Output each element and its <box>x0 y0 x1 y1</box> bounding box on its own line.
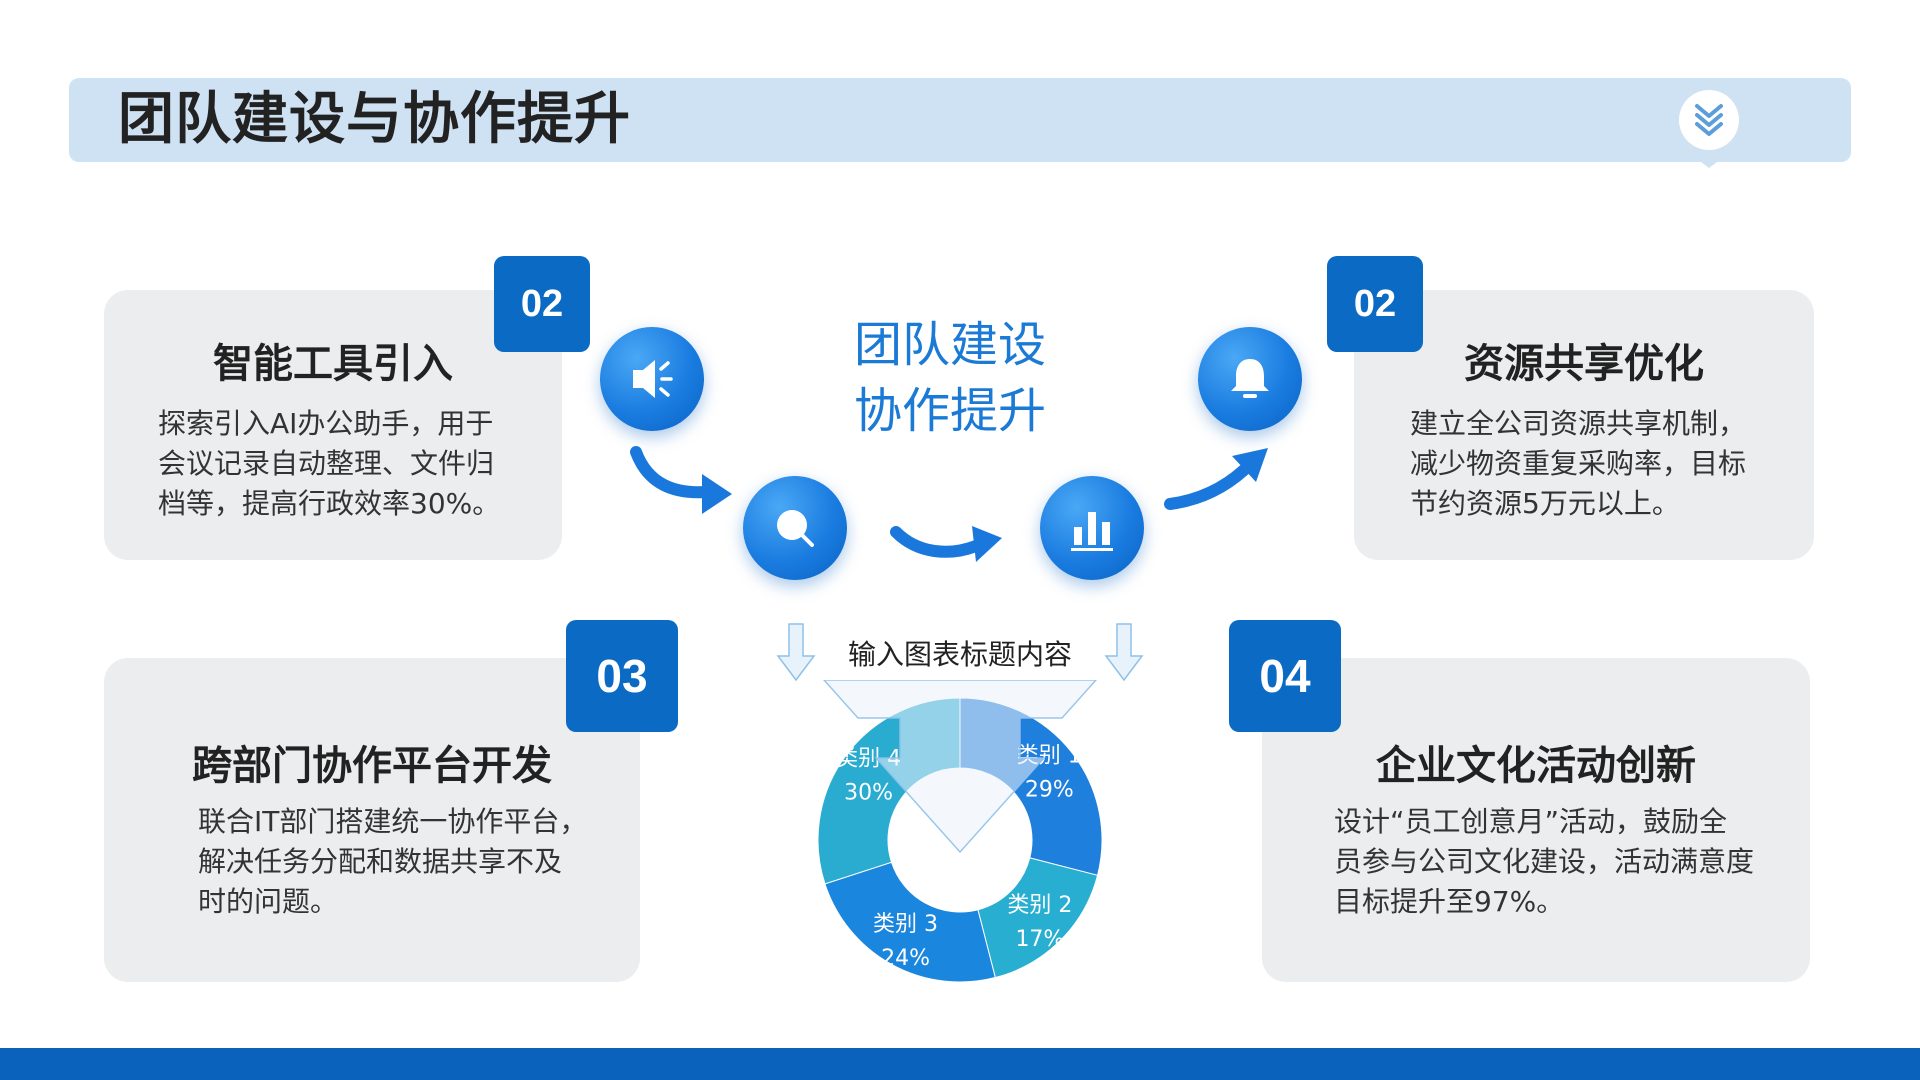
arrow-chart-to-bell <box>1164 448 1268 510</box>
number-badge: 02 <box>1327 256 1423 352</box>
card-resource-sharing: 资源共享优化 建立全公司资源共享机制， 减少物资重复采购率，目标 节约资源5万元… <box>1354 290 1814 560</box>
card-culture-activity: 企业文化活动创新 设计“员工创意月”活动，鼓励全 员参与公司文化建设，活动满意度… <box>1262 658 1810 982</box>
arrow-search-to-chart <box>890 526 1002 562</box>
card-cross-dept-platform: 跨部门协作平台开发 联合IT部门搭建统一协作平台， 解决任务分配和数据共享不及 … <box>104 658 640 982</box>
search-circle <box>743 476 847 580</box>
down-arrow-left-icon <box>776 623 816 682</box>
card-text: 设计“员工创意月”活动，鼓励全 员参与公司文化建设，活动满意度 目标提升至97%… <box>1334 805 1755 918</box>
bell-circle <box>1198 327 1302 431</box>
slice-category-label: 类别 2 <box>1007 893 1072 918</box>
funnel-arrow-icon <box>822 679 1098 854</box>
chevrons-down-icon <box>1695 104 1723 136</box>
card-smart-tools: 智能工具引入 探索引入AI办公助手，用于 会议记录自动整理、文件归 档等，提高行… <box>104 290 562 560</box>
card-text: 探索引入AI办公助手，用于 会议记录自动整理、文件归 档等，提高行政效率30%。 <box>158 407 501 520</box>
card-title: 跨部门协作平台开发 <box>192 743 552 789</box>
slice-value-label: 24% <box>881 946 930 971</box>
page-title: 团队建设与协作提升 <box>118 87 631 152</box>
card-title: 企业文化活动创新 <box>1376 743 1696 789</box>
center-title-line1: 团队建设 <box>853 317 1046 373</box>
number-badge: 03 <box>566 620 678 732</box>
card-text: 建立全公司资源共享机制， 减少物资重复采购率，目标 节约资源5万元以上。 <box>1410 407 1747 520</box>
center-title: 团队建设 协作提升 <box>840 312 1060 444</box>
slice-value-label: 30% <box>844 781 893 806</box>
speaker-circle <box>600 327 704 431</box>
card-text: 联合IT部门搭建统一协作平台， 解决任务分配和数据共享不及 时的问题。 <box>198 805 588 918</box>
center-title-line2: 协作提升 <box>853 383 1046 439</box>
title-badge <box>1679 90 1739 168</box>
card-title: 智能工具引入 <box>213 341 453 387</box>
donut-slice <box>824 861 996 983</box>
chart-title: 输入图表标题内容 <box>847 638 1072 671</box>
speaker-icon <box>633 360 673 398</box>
slice-value-label: 17% <box>1015 927 1064 952</box>
bottom-bar <box>0 1048 1920 1080</box>
down-arrow-right-icon <box>1104 623 1144 682</box>
number-badge: 04 <box>1229 620 1341 732</box>
title-badge-tail <box>1693 156 1725 168</box>
search-icon <box>777 510 814 547</box>
bell-icon <box>1231 359 1269 398</box>
donut-chart-svg: 类别 129%类别 217%类别 324%类别 430% <box>817 679 1103 983</box>
slice-category-label: 类别 3 <box>873 912 938 937</box>
bar-chart-icon <box>1071 512 1113 551</box>
card-title: 资源共享优化 <box>1464 341 1704 387</box>
bar-chart-circle <box>1040 476 1144 580</box>
slice-value-label: 29% <box>1025 778 1074 803</box>
arrow-speaker-to-search <box>630 446 732 514</box>
title-bar: 团队建设与协作提升 <box>69 78 1851 168</box>
donut-slice <box>977 857 1099 979</box>
number-badge: 02 <box>494 256 590 352</box>
